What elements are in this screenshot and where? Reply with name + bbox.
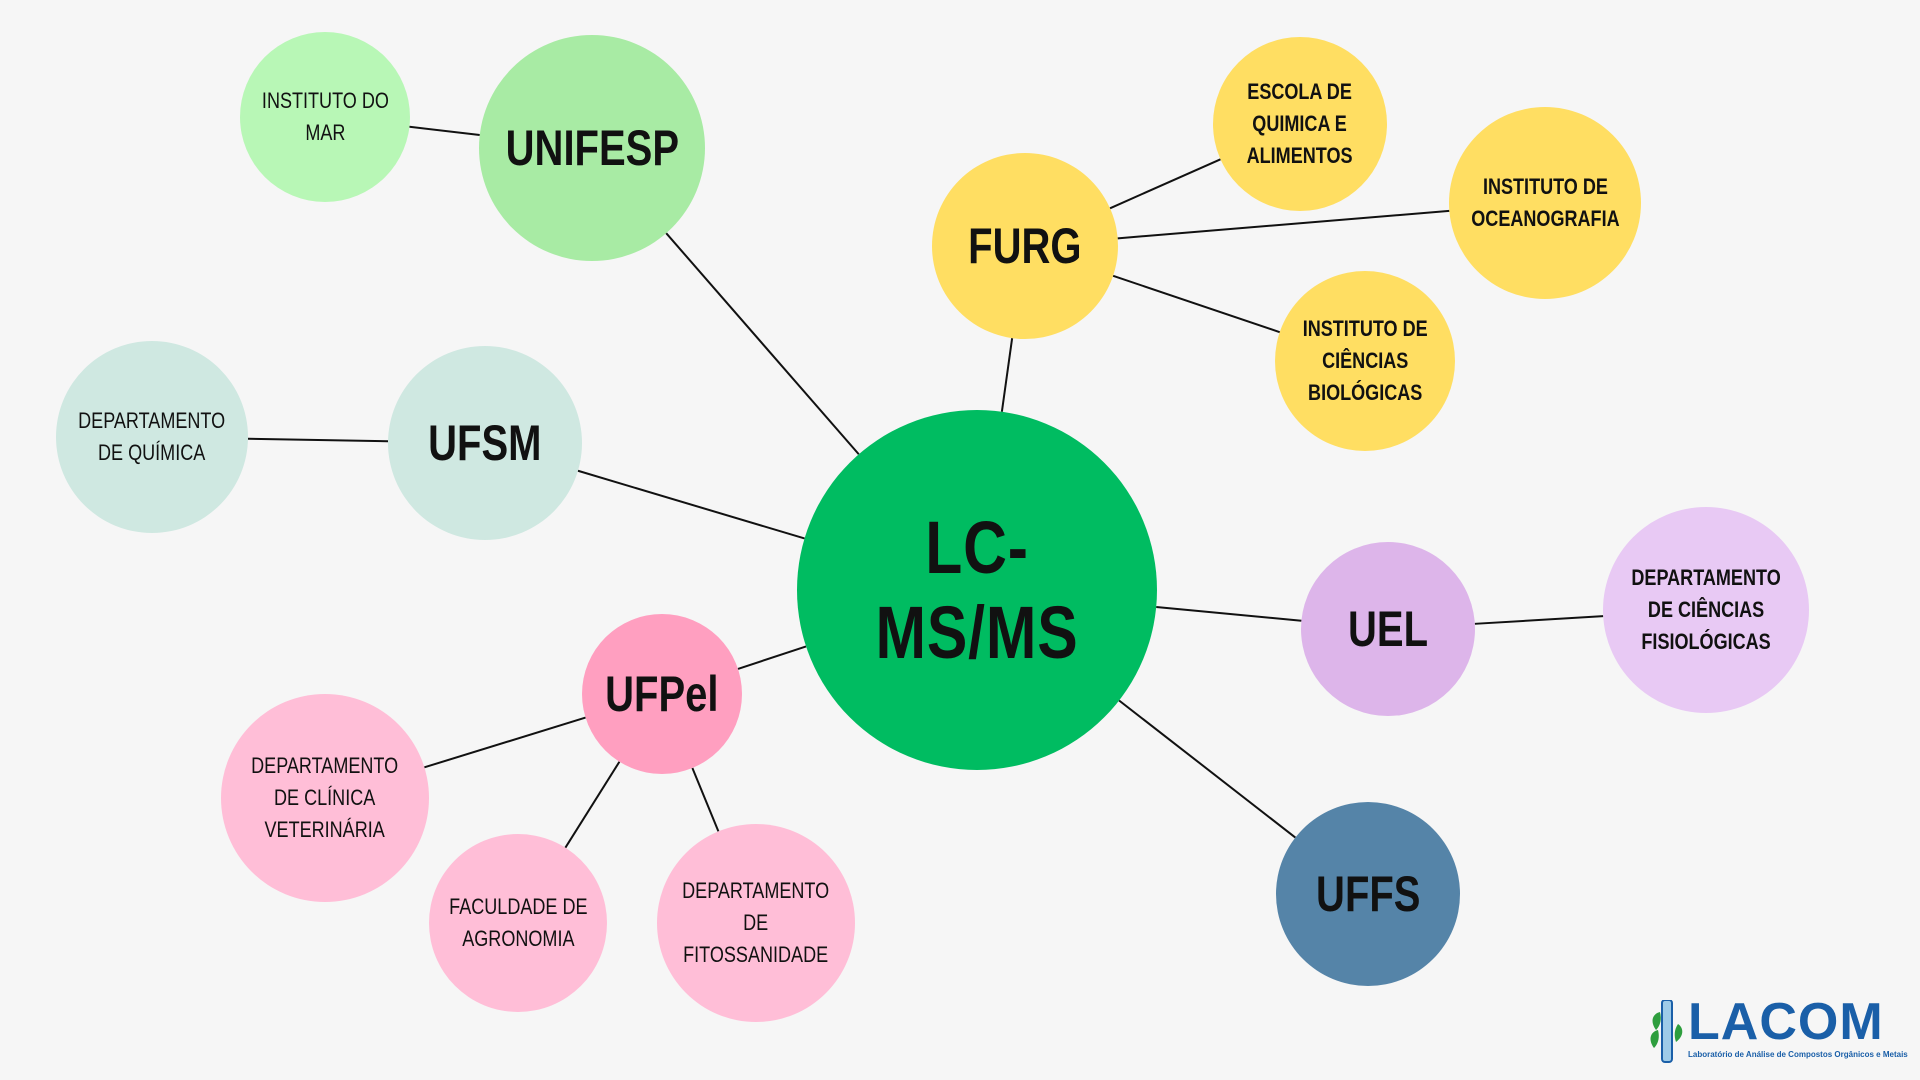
- node-label-faculdade-agronomia: FACULDADE DE AGRONOMIA: [448, 894, 588, 951]
- edge-uel-departamento-ciencias-fisiologicas: [1474, 615, 1604, 625]
- logo-name: LACOM: [1688, 993, 1884, 1051]
- edge-furg-escola-quimica-alimentos: [1109, 158, 1221, 210]
- node-departamento-quimica: DEPARTAMENTO DE QUÍMICA: [56, 341, 248, 533]
- node-label-departamento-fitossanidade: DEPARTAMENTO DE FITOSSANIDADE: [682, 878, 830, 967]
- node-label-departamento-quimica: DEPARTAMENTO DE QUÍMICA: [78, 408, 226, 465]
- node-label-unifesp: UNIFESP: [505, 120, 679, 176]
- edge-lcms-ufsm: [577, 469, 805, 540]
- node-escola-quimica-alimentos: ESCOLA DE QUIMICA E ALIMENTOS: [1213, 37, 1387, 211]
- edge-unifesp-instituto-do-mar: [409, 125, 480, 136]
- node-label-departamento-clinica-veterinaria: DEPARTAMENTO DE CLÍNICA VETERINÁRIA: [251, 753, 399, 842]
- edge-ufpel-departamento-clinica-veterinaria: [424, 716, 586, 769]
- center-node-label: LC-MS/MS: [875, 506, 1079, 674]
- node-label-departamento-ciencias-fisiologicas: DEPARTAMENTO DE CIÊNCIAS FISIOLÓGICAS: [1631, 565, 1781, 654]
- node-instituto-ciencias-biologicas: INSTITUTO DE CIÊNCIAS BIOLÓGICAS: [1275, 271, 1455, 451]
- node-faculdade-agronomia: FACULDADE DE AGRONOMIA: [429, 834, 607, 1012]
- edge-furg-instituto-oceanografia: [1117, 209, 1450, 240]
- node-label-ufpel: UFPel: [605, 666, 719, 722]
- node-label-furg: FURG: [968, 218, 1082, 274]
- node-label-instituto-oceanografia: INSTITUTO DE OCEANOGRAFIA: [1470, 174, 1620, 231]
- node-uffs: UFFS: [1276, 802, 1460, 986]
- node-label-uffs: UFFS: [1315, 866, 1421, 922]
- logo-subtitle: Laboratório de Análise de Compostos Orgâ…: [1688, 1050, 1908, 1059]
- edge-lcms-uffs: [1118, 699, 1296, 839]
- node-label-escola-quimica-alimentos: ESCOLA DE QUIMICA E ALIMENTOS: [1247, 79, 1353, 168]
- node-unifesp: UNIFESP: [479, 35, 705, 261]
- edge-lcms-ufpel: [737, 645, 807, 670]
- node-label-uel: UEL: [1348, 601, 1428, 657]
- edge-ufpel-departamento-fitossanidade: [691, 767, 720, 832]
- node-departamento-ciencias-fisiologicas: DEPARTAMENTO DE CIÊNCIAS FISIOLÓGICAS: [1603, 507, 1809, 713]
- flask-leaf-icon: [1650, 1000, 1683, 1063]
- node-uel: UEL: [1301, 542, 1475, 716]
- node-departamento-clinica-veterinaria: DEPARTAMENTO DE CLÍNICA VETERINÁRIA: [221, 694, 429, 902]
- edge-lcms-uel: [1156, 606, 1302, 622]
- node-label-instituto-do-mar: INSTITUTO DO MAR: [261, 88, 389, 145]
- node-furg: FURG: [932, 153, 1118, 339]
- edge-ufpel-faculdade-agronomia: [564, 761, 621, 849]
- node-ufpel: UFPel: [582, 614, 742, 774]
- node-instituto-oceanografia: INSTITUTO DE OCEANOGRAFIA: [1449, 107, 1641, 299]
- lacom-logo: LACOM Laboratório de Análise de Composto…: [1648, 993, 1912, 1070]
- edge-ufsm-departamento-quimica: [247, 437, 389, 443]
- center-node-lcms: LC-MS/MS: [797, 410, 1157, 770]
- edge-furg-instituto-ciencias-biologicas: [1112, 274, 1281, 334]
- node-ufsm: UFSM: [388, 346, 582, 540]
- node-departamento-fitossanidade: DEPARTAMENTO DE FITOSSANIDADE: [657, 824, 855, 1022]
- edge-lcms-furg: [1000, 337, 1014, 412]
- node-label-instituto-ciencias-biologicas: INSTITUTO DE CIÊNCIAS BIOLÓGICAS: [1302, 316, 1428, 405]
- node-instituto-do-mar: INSTITUTO DO MAR: [240, 32, 410, 202]
- edge-lcms-unifesp: [665, 232, 860, 455]
- node-label-ufsm: UFSM: [428, 415, 542, 471]
